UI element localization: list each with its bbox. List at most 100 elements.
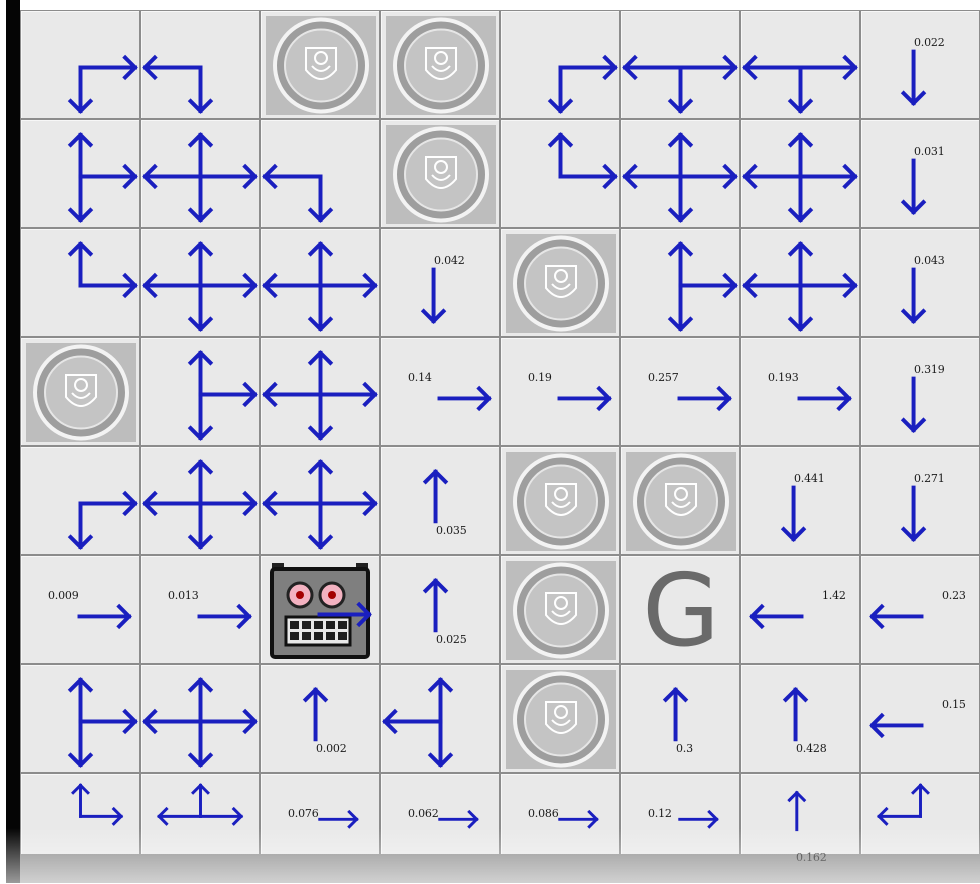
goal-cell[interactable]: G xyxy=(621,556,739,663)
grid-cell[interactable]: 0.031 xyxy=(861,120,979,227)
wall-cell[interactable] xyxy=(501,556,619,663)
wall-cell[interactable] xyxy=(381,120,499,227)
grid-cell[interactable]: 0.002 xyxy=(261,665,379,772)
value-arrow xyxy=(382,339,499,445)
grid-cell[interactable]: 1.42 xyxy=(741,556,859,663)
agent-cell[interactable] xyxy=(261,556,379,663)
wall-seal-icon xyxy=(26,343,136,442)
state-value-label: 0.086 xyxy=(528,807,559,820)
grid-cell[interactable] xyxy=(21,11,139,118)
grid-cell[interactable]: 0.162 xyxy=(741,774,859,854)
grid-cell[interactable] xyxy=(141,11,259,118)
grid-cell[interactable] xyxy=(741,11,859,118)
grid-cell[interactable]: 0.271 xyxy=(861,447,979,554)
policy-arrows xyxy=(142,339,259,445)
grid-cell[interactable] xyxy=(381,665,499,772)
grid-cell[interactable]: 0.319 xyxy=(861,338,979,445)
policy-arrows xyxy=(502,12,619,118)
grid-cell[interactable] xyxy=(261,447,379,554)
grid-cell[interactable]: 0.042 xyxy=(381,229,499,336)
wall-cell[interactable] xyxy=(261,11,379,118)
state-value-label: 0.15 xyxy=(942,698,966,711)
grid-cell[interactable]: 0.025 xyxy=(381,556,499,663)
value-arrow xyxy=(742,775,859,854)
grid-cell[interactable]: 0.086 xyxy=(501,774,619,854)
grid-cell[interactable] xyxy=(621,120,739,227)
grid-cell[interactable] xyxy=(141,338,259,445)
grid-cell[interactable] xyxy=(261,338,379,445)
grid-cell[interactable] xyxy=(141,665,259,772)
policy-arrows xyxy=(262,121,379,227)
grid-cell[interactable] xyxy=(21,120,139,227)
grid-cell[interactable] xyxy=(261,229,379,336)
wall-cell[interactable] xyxy=(21,338,139,445)
grid-cell[interactable] xyxy=(21,447,139,554)
grid-cell[interactable] xyxy=(141,120,259,227)
policy-arrows xyxy=(142,121,259,227)
value-arrow xyxy=(862,12,979,118)
wall-seal-icon xyxy=(266,16,376,115)
policy-arrows xyxy=(22,230,139,336)
grid-cell[interactable]: 0.23 xyxy=(861,556,979,663)
state-value-label: 0.022 xyxy=(914,36,945,49)
policy-arrows xyxy=(22,448,139,554)
grid-cell[interactable]: 0.193 xyxy=(741,338,859,445)
grid-cell[interactable]: 0.035 xyxy=(381,447,499,554)
grid-cell[interactable] xyxy=(621,229,739,336)
state-value-label: 0.031 xyxy=(914,145,945,158)
grid-cell[interactable] xyxy=(861,774,979,854)
grid-cell[interactable]: 0.257 xyxy=(621,338,739,445)
state-value-label: 0.14 xyxy=(408,371,432,384)
grid-cell[interactable]: 0.062 xyxy=(381,774,499,854)
policy-arrows xyxy=(142,666,259,772)
value-arrow xyxy=(862,339,979,445)
grid-cell[interactable] xyxy=(501,11,619,118)
grid-cell[interactable] xyxy=(621,11,739,118)
policy-arrows xyxy=(622,230,739,336)
value-arrow xyxy=(862,557,979,663)
state-value-label: 0.013 xyxy=(168,589,199,602)
policy-arrows xyxy=(262,230,379,336)
wall-seal-icon xyxy=(386,125,496,224)
grid-cell[interactable] xyxy=(141,229,259,336)
policy-arrows xyxy=(262,339,379,445)
value-arrow xyxy=(622,775,739,854)
grid-cell[interactable]: 0.12 xyxy=(621,774,739,854)
policy-arrows xyxy=(22,12,139,118)
grid-cell[interactable] xyxy=(741,229,859,336)
grid-cell[interactable]: 0.428 xyxy=(741,665,859,772)
grid-cell[interactable]: 0.022 xyxy=(861,11,979,118)
grid-cell[interactable]: 0.14 xyxy=(381,338,499,445)
grid-cell[interactable] xyxy=(141,447,259,554)
grid-cell[interactable] xyxy=(21,229,139,336)
grid-cell[interactable]: 0.19 xyxy=(501,338,619,445)
state-value-label: 0.009 xyxy=(48,589,79,602)
policy-arrows xyxy=(22,775,139,854)
grid-cell[interactable] xyxy=(141,774,259,854)
grid-cell[interactable]: 0.043 xyxy=(861,229,979,336)
wall-cell[interactable] xyxy=(381,11,499,118)
grid-cell[interactable]: 0.009 xyxy=(21,556,139,663)
wall-cell[interactable] xyxy=(501,665,619,772)
wall-seal-icon xyxy=(506,561,616,660)
policy-arrows xyxy=(142,775,259,854)
grid-cell[interactable] xyxy=(261,120,379,227)
policy-arrows xyxy=(622,121,739,227)
wall-cell[interactable] xyxy=(621,447,739,554)
wall-seal-icon xyxy=(506,452,616,551)
grid-cell[interactable]: 0.076 xyxy=(261,774,379,854)
grid-cell[interactable] xyxy=(741,120,859,227)
grid-cell[interactable] xyxy=(501,120,619,227)
value-arrow xyxy=(382,775,499,854)
grid-cell[interactable]: 0.013 xyxy=(141,556,259,663)
state-value-label: 0.257 xyxy=(648,371,679,384)
grid-cell[interactable] xyxy=(21,665,139,772)
grid-cell[interactable]: 0.15 xyxy=(861,665,979,772)
grid-cell[interactable] xyxy=(21,774,139,854)
wall-cell[interactable] xyxy=(501,229,619,336)
wall-cell[interactable] xyxy=(501,447,619,554)
value-arrow xyxy=(742,448,859,554)
grid-cell[interactable]: 0.3 xyxy=(621,665,739,772)
grid-cell[interactable]: 0.441 xyxy=(741,447,859,554)
